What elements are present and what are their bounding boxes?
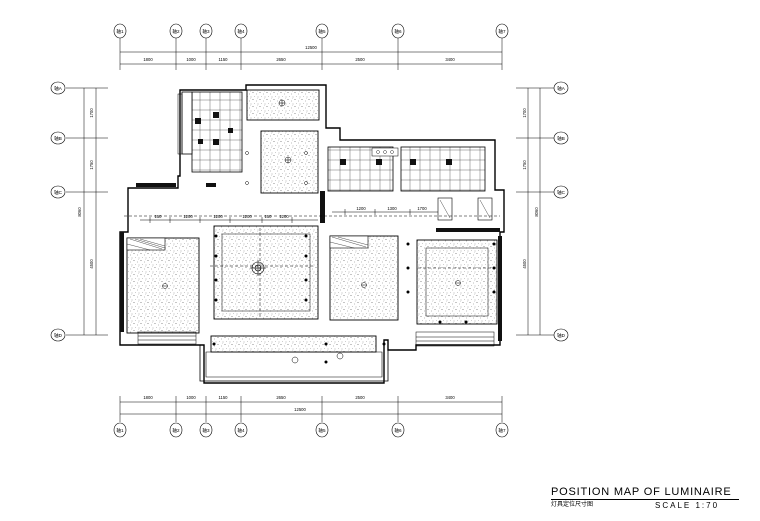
- bottom-segment-2: 1000: [186, 395, 196, 400]
- top-segment-labels: 1800 1000 1150 2650 2500 3400: [143, 57, 455, 62]
- top-segment-4: 2650: [276, 57, 286, 62]
- bottom-segment-4: 2650: [276, 395, 286, 400]
- top-axis-7: 轴7: [498, 28, 506, 35]
- bottom-axis-3: 轴3: [202, 427, 210, 434]
- right-axis-markers: [553, 81, 569, 342]
- top-axis-4: 轴4: [237, 28, 245, 35]
- top-axis-6: 轴6: [394, 28, 402, 35]
- bottom-axis-4: 轴4: [237, 427, 245, 434]
- bottom-axis-7: 轴7: [498, 427, 506, 434]
- bottom-segment-5: 2500: [355, 395, 365, 400]
- right-axis-4: 轴D: [557, 332, 566, 339]
- top-axis-3: 轴3: [202, 28, 210, 35]
- left-dimension-chain: [66, 87, 108, 336]
- drawing-title: POSITION MAP OF LUMINAIRE: [551, 486, 732, 498]
- bottom-axis-labels: 轴1 轴2 轴3 轴4 轴5 轴6 轴7: [116, 427, 506, 434]
- left-axis-3: 轴C: [54, 189, 63, 196]
- top-segment-6: 3400: [445, 57, 455, 62]
- drawing-scale: SCALE 1:70: [655, 501, 720, 510]
- right-axis-1: 轴A: [557, 85, 566, 92]
- left-segment-labels: 1700 1750 4500 8060: [77, 108, 94, 269]
- right-axis-labels: 轴A 轴B 轴C 轴D: [557, 85, 566, 339]
- windows: [137, 93, 495, 347]
- chandelier-icon: [250, 260, 266, 276]
- right-segment-1: 1700: [522, 108, 527, 118]
- left-segment-2: 1750: [89, 160, 94, 170]
- right-dimension-chain: [516, 87, 554, 336]
- top-axis-1: 轴1: [116, 28, 124, 35]
- bottom-axis-1: 轴1: [116, 427, 124, 434]
- interior-dim-1: 150: [155, 214, 163, 219]
- structural-walls: [120, 183, 502, 341]
- bottom-axis-5: 轴5: [318, 427, 326, 434]
- kitchen-tiles: [181, 91, 243, 173]
- top-segment-1: 1800: [143, 57, 153, 62]
- top-axis-markers: [113, 23, 509, 39]
- bottom-axis-2: 轴2: [172, 427, 180, 434]
- bottom-segment-6: 3400: [445, 395, 455, 400]
- bottom-axis-markers: [113, 422, 509, 438]
- interior-dim-9: 1700: [417, 206, 427, 211]
- interior-dim-8: 1300: [387, 206, 397, 211]
- interior-dim-7: 1200: [356, 206, 366, 211]
- top-axis-labels: 轴1 轴2 轴3 轴4 轴5 轴6 轴7: [116, 28, 506, 35]
- drawing-subtitle: 灯具定位尺寸图: [551, 502, 594, 508]
- top-dimension-chain: [119, 38, 503, 70]
- top-segment-3: 1150: [218, 57, 228, 62]
- bathroom-tiles: [327, 146, 486, 192]
- ceiling-frames: [221, 233, 489, 317]
- downlight-icons: [212, 234, 496, 364]
- left-axis-4: 轴D: [54, 332, 63, 339]
- interior-dim-5: 150: [265, 214, 273, 219]
- right-segment-labels: 1700 1750 4500 8060: [522, 108, 539, 269]
- title-underline: [551, 499, 739, 500]
- interior-dim-6: 1200: [279, 214, 289, 219]
- bottom-axis-6: 轴6: [394, 427, 402, 434]
- wardrobes: [126, 197, 493, 251]
- right-segment-3: 4500: [522, 259, 527, 269]
- top-total-dimension: 12500: [305, 45, 317, 50]
- left-total-dimension: 8060: [77, 207, 82, 217]
- bottom-segment-3: 1150: [218, 395, 228, 400]
- left-axis-labels: 轴A 轴B 轴C 轴D: [54, 85, 63, 339]
- left-axis-2: 轴B: [54, 135, 62, 142]
- left-segment-1: 1700: [89, 108, 94, 118]
- bottom-dimension-chain: [119, 396, 503, 422]
- bottom-segment-1: 1800: [143, 395, 153, 400]
- right-axis-3: 轴C: [557, 189, 566, 196]
- left-axis-markers: [50, 81, 66, 342]
- right-axis-2: 轴B: [557, 135, 565, 142]
- right-segment-2: 1750: [522, 160, 527, 170]
- interior-dim-2: 1200: [183, 214, 193, 219]
- left-axis-1: 轴A: [54, 85, 63, 92]
- title-block: POSITION MAP OF LUMINAIRE 灯具定位尺寸图 SCALE …: [551, 486, 741, 510]
- interior-dim-3: 1200: [213, 214, 223, 219]
- right-total-dimension: 8060: [534, 207, 539, 217]
- lighting-layout-lines: [124, 215, 500, 316]
- bottom-total-dimension: 12500: [294, 407, 306, 412]
- top-segment-2: 1000: [186, 57, 196, 62]
- ceiling-areas: [126, 89, 498, 353]
- top-axis-5: 轴5: [318, 28, 326, 35]
- ceiling-light-icons: [162, 99, 461, 364]
- top-axis-2: 轴2: [172, 28, 180, 35]
- interior-dim-4: 1200: [242, 214, 252, 219]
- left-segment-3: 4500: [89, 259, 94, 269]
- interior-dimension-labels: 150 1200 1200 1200 150 1200 1200 1300 17…: [155, 206, 428, 219]
- top-segment-5: 2500: [355, 57, 365, 62]
- interior-dimension-line: [140, 209, 438, 223]
- bottom-segment-labels: 1800 1000 1150 2650 2500 3400: [143, 395, 455, 400]
